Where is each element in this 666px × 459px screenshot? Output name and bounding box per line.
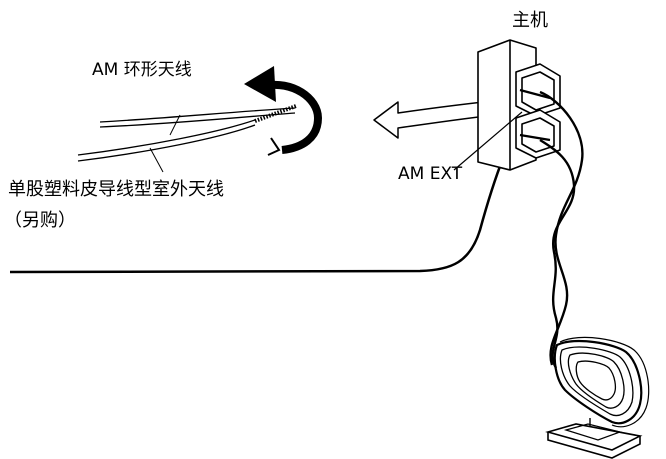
am-ext-label: AM EXT: [398, 164, 463, 184]
main-unit-terminal: [477, 39, 561, 171]
loop-antenna-twisted-wire: [539, 90, 584, 369]
main-unit-label: 主机: [512, 10, 548, 31]
am-loop-antenna: [545, 336, 650, 459]
sold-separately-label: （另购）: [4, 210, 76, 231]
am-ext-leader-line: [453, 111, 523, 171]
outdoor-antenna-label: 单股塑料皮导线型室外天线: [8, 179, 224, 200]
am-loop-antenna-label: AM 环形天线: [92, 60, 192, 80]
twist-arrow-icon: [244, 66, 323, 156]
stripped-wire-leads: [77, 104, 297, 173]
